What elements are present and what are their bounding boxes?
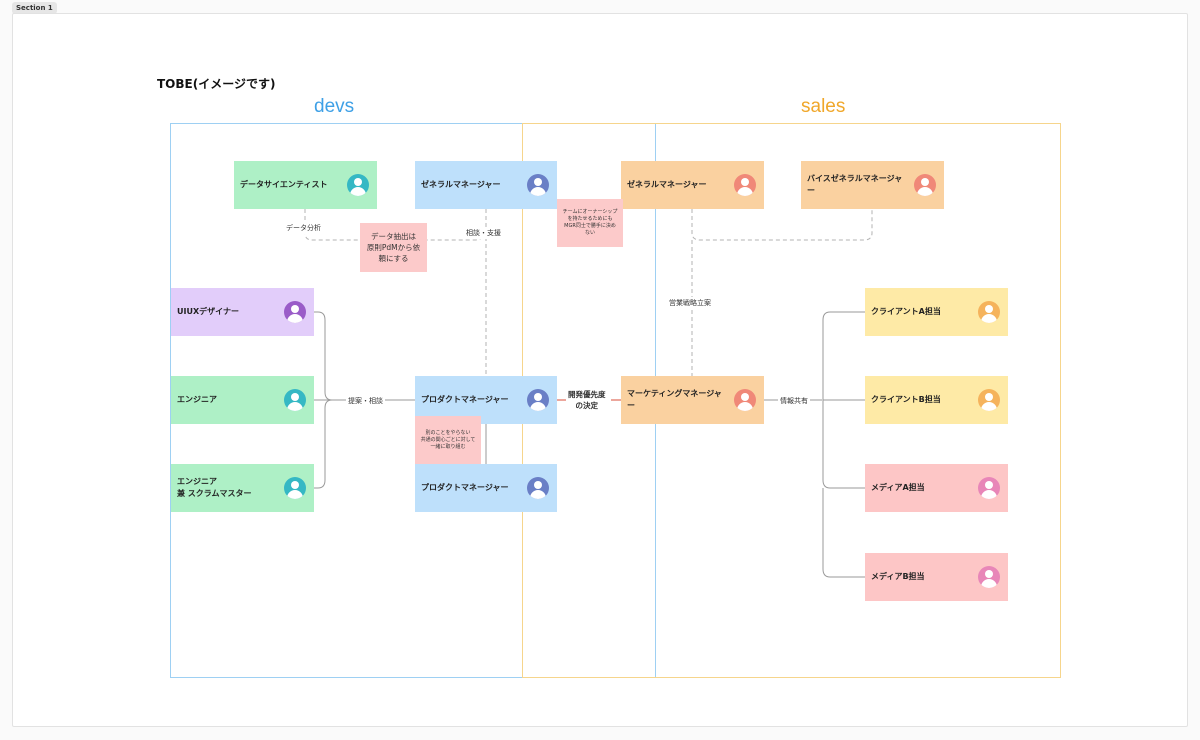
- card-label: マーケティングマネージャー: [627, 389, 722, 410]
- card-label: UIUXデザイナー: [177, 307, 239, 316]
- note-data-extraction[interactable]: データ抽出は 原則PdMから依 頼にする: [360, 223, 427, 272]
- edge-label-sales-strategy: 営業戦略立案: [667, 297, 713, 309]
- person-avatar-icon: [527, 389, 549, 411]
- media-a-branch: [822, 392, 865, 489]
- card-product-manager-2[interactable]: プロダクトマネージャー: [415, 464, 557, 512]
- card-label: メディアB担当: [871, 572, 925, 581]
- person-avatar-icon: [734, 389, 756, 411]
- card-marketing-manager[interactable]: マーケティングマネージャー: [621, 376, 764, 424]
- edge-label-proposal-consult: 提案・相談: [346, 395, 385, 407]
- person-avatar-icon: [734, 174, 756, 196]
- person-avatar-icon: [978, 389, 1000, 411]
- card-engineer[interactable]: エンジニア: [171, 376, 314, 424]
- card-label: ゼネラルマネージャー: [421, 180, 501, 189]
- card-vice-gm[interactable]: バイスゼネラルマネージャー: [801, 161, 944, 209]
- card-media-b[interactable]: メディアB担当: [865, 553, 1008, 601]
- person-avatar-icon: [284, 301, 306, 323]
- card-client-b[interactable]: クライアントB担当: [865, 376, 1008, 424]
- card-label: エンジニア: [177, 395, 217, 404]
- section-tag[interactable]: Section 1: [12, 2, 57, 14]
- card-media-a[interactable]: メディアA担当: [865, 464, 1008, 512]
- card-label: プロダクトマネージャー: [421, 483, 509, 492]
- card-label: プロダクトマネージャー: [421, 395, 509, 404]
- card-label: バイスゼネラルマネージャー: [807, 174, 903, 195]
- client-a-branch: [822, 311, 865, 392]
- card-gm-devs[interactable]: ゼネラルマネージャー: [415, 161, 557, 209]
- person-avatar-icon: [527, 174, 549, 196]
- sales-zone-label: sales: [801, 96, 846, 117]
- card-uiux-designer[interactable]: UIUXデザイナー: [171, 288, 314, 336]
- card-data-scientist[interactable]: データサイエンティスト: [234, 161, 377, 209]
- edge-label-info-share: 情報共有: [778, 395, 810, 407]
- card-label: データサイエンティスト: [240, 180, 328, 189]
- note-gm-ownership[interactable]: チームにオーナーシップ を持たせるためにも MGR同士で勝手に決め ない: [557, 199, 623, 247]
- card-label: ゼネラルマネージャー: [627, 180, 707, 189]
- person-avatar-icon: [527, 477, 549, 499]
- edge-label-data-analysis: データ分析: [284, 222, 323, 234]
- page-title: TOBE(イメージです): [157, 77, 276, 91]
- person-avatar-icon: [284, 477, 306, 499]
- person-avatar-icon: [284, 389, 306, 411]
- person-avatar-icon: [978, 301, 1000, 323]
- card-label: クライアントA担当: [871, 307, 941, 316]
- devs-zone-label: devs: [314, 96, 355, 117]
- sales-gm-connector: [691, 209, 873, 241]
- person-avatar-icon: [347, 174, 369, 196]
- card-label: クライアントB担当: [871, 395, 941, 404]
- card-client-a[interactable]: クライアントA担当: [865, 288, 1008, 336]
- edge-label-dev-priority: 開発優先度 の決定: [566, 388, 608, 412]
- note-pm-focus[interactable]: 別のことをやらない 共通の関心ごとに対して 一緒に取り組む: [415, 416, 481, 464]
- edge-label-consult-support: 相談・支援: [464, 227, 503, 239]
- card-gm-sales[interactable]: ゼネラルマネージャー: [621, 161, 764, 209]
- card-label: エンジニア 兼 スクラムマスター: [177, 477, 252, 498]
- card-label: メディアA担当: [871, 483, 925, 492]
- section-frame: [12, 13, 1188, 727]
- media-b-branch: [822, 488, 865, 578]
- person-avatar-icon: [978, 566, 1000, 588]
- person-avatar-icon: [914, 174, 936, 196]
- card-engineer-scrum-master[interactable]: エンジニア 兼 スクラムマスター: [171, 464, 314, 512]
- engineer-sm-bracket: [314, 399, 333, 489]
- uiux-bracket: [314, 311, 333, 401]
- person-avatar-icon: [978, 477, 1000, 499]
